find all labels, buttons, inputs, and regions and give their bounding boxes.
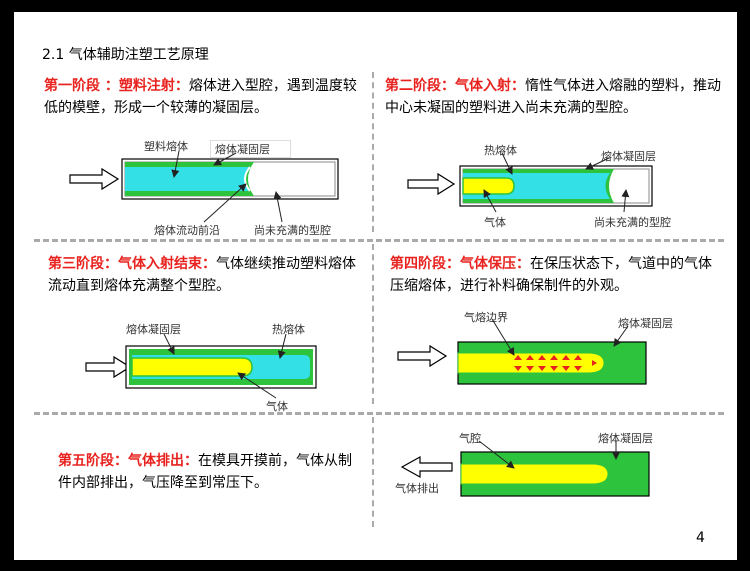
- stage-1-text: 第一阶段 ：塑料注射：熔体进入型腔，遇到温度较低的模壁，形成一个较薄的凝固层。: [44, 75, 369, 119]
- gas-channel: [457, 352, 605, 374]
- s1-flow-front-label: 熔体流动前沿: [154, 224, 220, 237]
- stage-5-body: 在模具开摸前，气体从制件内部排出，气压降至到常压下。: [58, 453, 352, 491]
- s3-gas-label: 气体: [266, 400, 288, 413]
- stage-2-diagram: [407, 152, 653, 213]
- s1-frozen-layer-label: 熔体凝固层: [210, 140, 291, 158]
- slide: 2.1 气体辅助注塑工艺原理 第一阶段 ：塑料注射：熔体进入型腔，遇到温度较低的…: [14, 12, 737, 560]
- stage-1-diagram: [69, 150, 339, 223]
- horizontal-divider: [34, 412, 724, 415]
- injection-arrow: [69, 167, 120, 191]
- stage-1-heading: 第一阶段 ：塑料注射：: [44, 78, 189, 94]
- stage-4-text: 第四阶段：气体保压：在保压状态下，气道中的气体压缩熔体，进行补料确保制件的外观。: [390, 253, 720, 297]
- vertical-divider: [372, 244, 374, 404]
- s4-gas-melt-boundary-label: 气熔边界: [464, 311, 508, 324]
- s5-gas-exhaust-label: 气体排出: [395, 482, 439, 495]
- stage-3-heading: 第三阶段：气体入射结束：: [48, 256, 216, 272]
- s2-gas-label: 气体: [484, 216, 506, 229]
- gas-bubble: [462, 177, 515, 195]
- injection-arrow: [85, 355, 132, 379]
- injection-arrow: [407, 172, 456, 196]
- pressure-arrows: [514, 355, 597, 371]
- page-title: 2.1 气体辅助注塑工艺原理: [42, 47, 209, 63]
- s1-unfilled-label: 尚未充满的型腔: [254, 224, 331, 237]
- injection-arrow: [397, 344, 448, 368]
- vertical-divider: [372, 417, 374, 527]
- process-diagrams: [69, 150, 653, 497]
- stage-5-diagram: [400, 440, 650, 497]
- gas-cavity: [460, 463, 609, 485]
- s2-hot-melt-label: 热熔体: [484, 144, 517, 157]
- hot-melt: [125, 167, 250, 191]
- stage-1-body: 熔体进入型腔，遇到温度较低的模壁，形成一个较薄的凝固层。: [44, 78, 357, 116]
- stage-5-text: 第五阶段：气体排出：在模具开摸前，气体从制件内部排出，气压降至到常压下。: [58, 450, 358, 494]
- stage-4-heading: 第四阶段：气体保压：: [390, 256, 530, 272]
- stage-4-diagram: [397, 318, 647, 385]
- s3-frozen-layer-label: 熔体凝固层: [126, 323, 181, 336]
- s3-hot-melt-label: 热熔体: [272, 323, 305, 336]
- exhaust-arrow: [400, 455, 453, 479]
- stage-2-text: 第二阶段：气体入射：惰性气体进入熔融的塑料，推动中心未凝固的塑料进入尚未充满的型…: [385, 75, 725, 119]
- page-number: 4: [696, 530, 705, 546]
- s5-gas-cavity-label: 气腔: [459, 432, 481, 445]
- vertical-divider: [372, 72, 374, 232]
- s2-unfilled-label: 尚未充满的型腔: [594, 216, 671, 229]
- stage-5-heading: 第五阶段：气体排出：: [58, 453, 198, 469]
- s2-frozen-layer-label: 熔体凝固层: [601, 150, 656, 163]
- stage-3-diagram: [85, 333, 317, 399]
- stage-3-text: 第三阶段：气体入射结束：气体继续推动塑料熔体流动直到熔体充满整个型腔。: [48, 253, 363, 297]
- s4-frozen-layer-label: 熔体凝固层: [618, 317, 673, 330]
- stage-3-body: 气体继续推动塑料熔体流动直到熔体充满整个型腔。: [48, 256, 356, 294]
- horizontal-divider: [34, 239, 724, 242]
- s1-plastic-melt-label: 塑料熔体: [144, 140, 188, 153]
- stage-2-heading: 第二阶段：气体入射：: [385, 78, 525, 94]
- gas-bubble: [131, 357, 253, 377]
- s5-frozen-layer-label: 熔体凝固层: [598, 432, 653, 445]
- stage-4-body: 在保压状态下，气道中的气体压缩熔体，进行补料确保制件的外观。: [390, 256, 712, 294]
- stage-2-body: 惰性气体进入熔融的塑料，推动中心未凝固的塑料进入尚未充满的型腔。: [385, 78, 721, 116]
